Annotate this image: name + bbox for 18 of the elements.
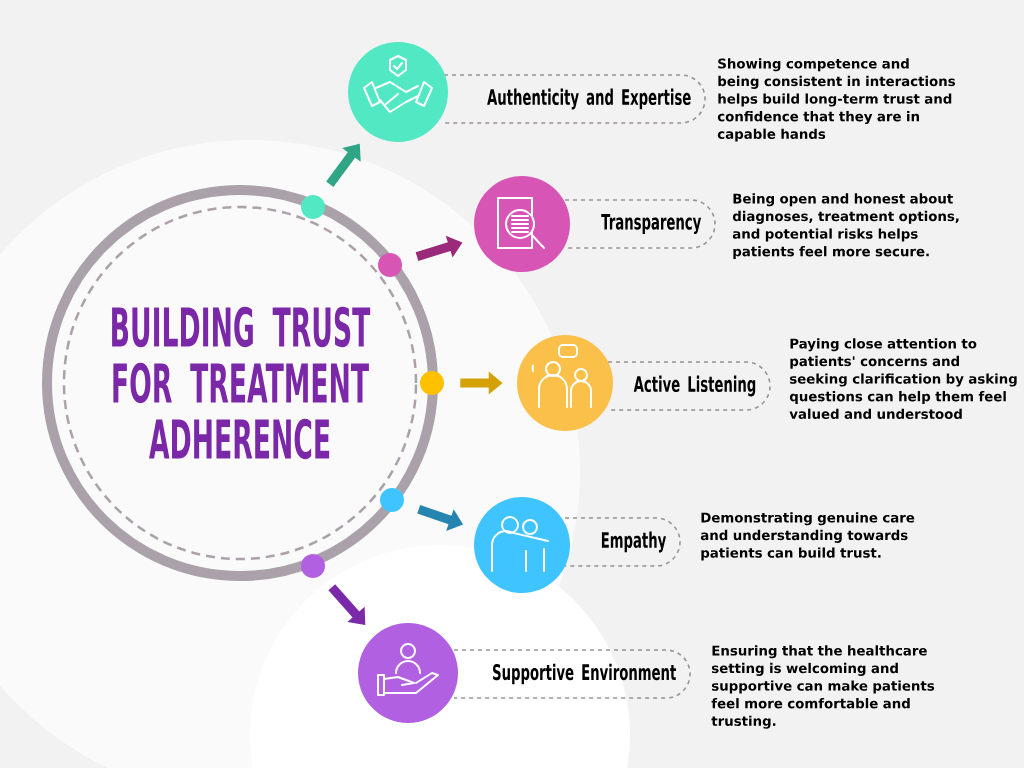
icon-circle (474, 176, 570, 272)
arrow (328, 584, 366, 625)
ring-dot (420, 371, 444, 395)
description-text: Showing competence and being consistent in interactions helps build long-term trust and confidence that they are in capable hands (717, 58, 955, 142)
title-pill: Active Listening (607, 361, 771, 411)
description-text: Ensuring that the healthcare setting is welcoming and supportive can make patients feel more comfortable and trusting. (711, 645, 935, 729)
title-pill: Transparency (564, 199, 716, 249)
icon-circle (517, 335, 613, 431)
title-pill: Authenticity and Expertise (443, 74, 706, 124)
title-pill: Empathy (564, 517, 681, 567)
ring-dot (301, 554, 325, 578)
description-text: Paying close attention to patients' concerns and seeking clarification by asking questions can help them feel valued and understood (789, 338, 1017, 419)
icon-circle (358, 623, 458, 723)
icon-circle (348, 42, 448, 142)
icon-circle (474, 497, 570, 593)
description-text: Demonstrating genuine care and understanding towards patients can build trust. (700, 512, 915, 561)
title-pill: Supportive Environment (453, 649, 691, 699)
description-text: Being open and honest about diagnoses, treatment options, and potential risks helps patients feel more secure. (732, 193, 959, 259)
